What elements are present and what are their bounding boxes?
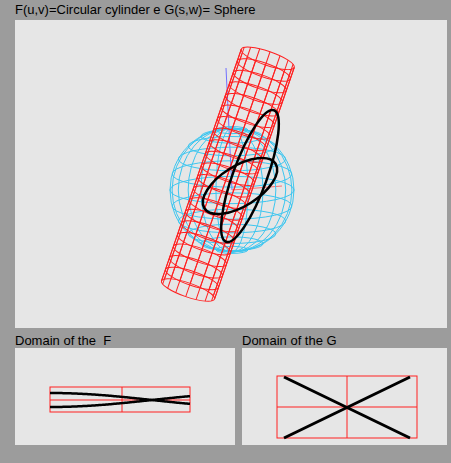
intersection-curve: [194, 104, 290, 247]
cylinder-wireframe: [159, 43, 296, 306]
panel-heading: Domain of the F: [15, 333, 111, 349]
domain-panel: [242, 348, 447, 445]
domain-curve: [50, 393, 190, 407]
title: F(u,v)=Circular cylinder e G(s,w)= Spher…: [15, 2, 256, 18]
panel-heading: Domain of the G: [242, 333, 337, 349]
view-panel: [15, 20, 447, 328]
domain-panel: [15, 348, 235, 445]
domain-curve: [284, 377, 410, 438]
domain-grid: [50, 376, 417, 438]
